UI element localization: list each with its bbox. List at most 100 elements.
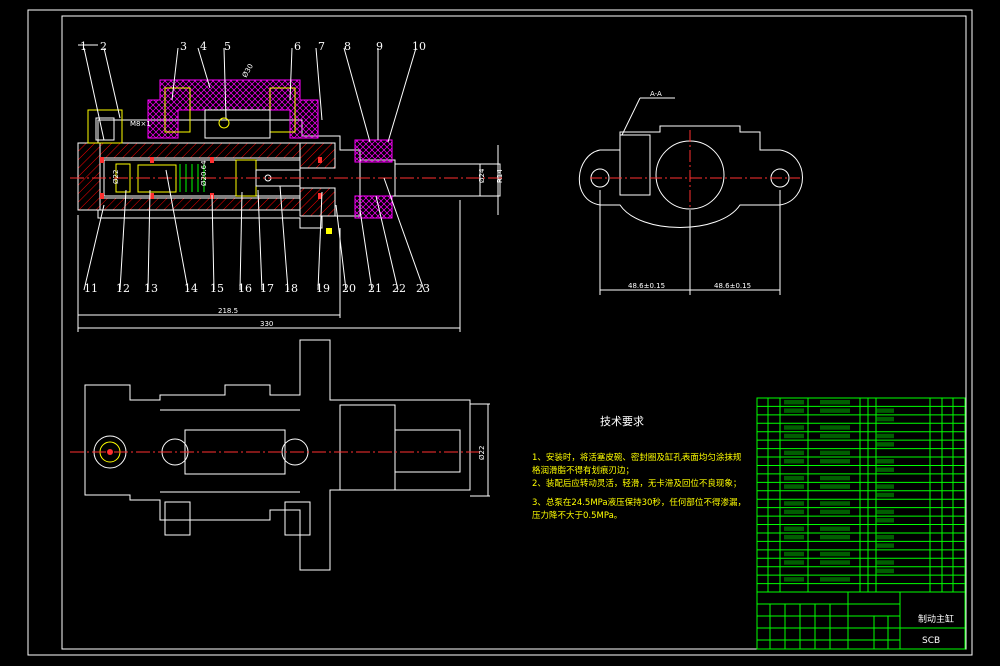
length-dimensions: 218.5 330 xyxy=(77,200,461,332)
parts-list-cell-text xyxy=(784,459,804,464)
note-line: 1、安装时，将活塞皮碗、密封圈及缸孔表面均匀涂抹规 xyxy=(532,452,742,463)
part-number: 3 xyxy=(180,40,187,53)
part-number: 2 xyxy=(100,40,107,53)
part-number: 5 xyxy=(224,40,231,53)
technical-notes: 技术要求 1、安装时，将活塞皮碗、密封圈及缸孔表面均匀涂抹规 格润滑脂不得有划痕… xyxy=(532,415,746,521)
part-number: 14 xyxy=(184,282,198,295)
svg-text:M8×1: M8×1 xyxy=(130,120,151,128)
part-number: 1 xyxy=(80,40,87,53)
parts-list-cell-text xyxy=(876,442,894,447)
parts-list-cell-text xyxy=(876,518,894,523)
parts-list-cell-text xyxy=(820,526,850,531)
parts-list-cell-text xyxy=(784,551,804,557)
parts-list-cell-text xyxy=(784,526,804,531)
outer-frame xyxy=(27,9,973,656)
parts-list-cell-text xyxy=(876,416,894,422)
drawing-title: 制动主缸 xyxy=(918,613,954,625)
part-number: 7 xyxy=(318,40,325,53)
part-numbers-top: 1 2 3 4 5 6 7 8 9 10 xyxy=(80,40,426,53)
part-number: 10 xyxy=(412,40,426,53)
svg-text:Ø24: Ø24 xyxy=(478,168,486,183)
parts-list-cell-text xyxy=(820,501,850,506)
parts-list-cell-text xyxy=(784,484,804,489)
parts-list-cell-text xyxy=(784,509,804,515)
parts-list-cell-text xyxy=(820,551,850,557)
parts-list-cell-text xyxy=(784,560,804,565)
svg-text:Ø22: Ø22 xyxy=(478,446,486,460)
part-number: 17 xyxy=(260,282,274,295)
title-block: 制动主缸 SCB xyxy=(756,591,966,650)
part-number: 13 xyxy=(144,282,158,295)
part-number: 20 xyxy=(342,282,356,295)
parts-list-cell-text xyxy=(876,543,894,548)
dim-inner-length: 218.5 xyxy=(218,307,238,315)
part-number: 16 xyxy=(238,282,252,295)
part-number: 19 xyxy=(316,282,330,295)
parts-list-cell-text xyxy=(784,501,804,506)
parts-list-cell-text xyxy=(820,425,850,430)
parts-list-cell-text xyxy=(820,433,850,439)
svg-text:Ø30: Ø30 xyxy=(241,63,255,79)
part-leaders-bottom xyxy=(83,169,425,291)
end-view: A-A 48.6±0.15 48.6±0.15 xyxy=(578,90,803,295)
dim-half-left: 48.6±0.15 xyxy=(628,282,665,290)
part-number: 23 xyxy=(416,282,430,295)
section-view: Ø24 R14 Ø22 Ø20.64 M8×1 Ø30 xyxy=(70,63,505,234)
parts-list-cell-text xyxy=(784,400,804,405)
parts-list-cell-text xyxy=(784,450,804,456)
parts-list-cell-text xyxy=(820,475,850,481)
parts-list-cell-text xyxy=(820,534,850,540)
part-number: 21 xyxy=(368,282,382,295)
parts-list-cell-text xyxy=(784,534,804,540)
parts-list-cell-text xyxy=(820,408,850,413)
parts-list-cell-text xyxy=(876,467,894,472)
part-numbers-bottom: 11 12 13 14 15 16 17 18 19 20 21 22 23 xyxy=(84,282,430,295)
dim-total-length: 330 xyxy=(260,320,273,328)
parts-list-cell-text xyxy=(784,433,804,439)
parts-list-cell-text xyxy=(876,568,894,574)
section-label: A-A xyxy=(650,90,662,98)
parts-list-cell-text xyxy=(820,577,850,582)
parts-list-cell-text xyxy=(876,492,894,498)
parts-list-cell-text xyxy=(876,433,894,439)
parts-list-cell-text xyxy=(784,425,804,430)
part-number: 22 xyxy=(392,282,406,295)
parts-list-cell-text xyxy=(820,450,850,456)
svg-text:Ø22: Ø22 xyxy=(112,170,120,184)
notes-title: 技术要求 xyxy=(600,415,644,428)
parts-list-cell-text xyxy=(820,484,850,489)
parts-list-cell-text xyxy=(876,534,894,540)
parts-list xyxy=(756,397,966,593)
parts-list-cell-text xyxy=(820,459,850,464)
part-number: 12 xyxy=(116,282,130,295)
note-line: 3、总泵在24.5MPa液压保持30秒，任何部位不得渗漏， xyxy=(532,497,746,508)
part-leaders-top xyxy=(78,44,417,143)
inner-frame xyxy=(61,15,967,650)
parts-list-cell-text xyxy=(784,408,804,413)
note-line: 2、装配后应转动灵活，轻滑，无卡滞及回位不良现象； xyxy=(532,478,741,489)
parts-list-cell-text xyxy=(876,408,894,413)
parts-list-cell-text xyxy=(784,577,804,582)
parts-list-cell-text xyxy=(820,509,850,515)
part-number: 9 xyxy=(376,40,383,53)
svg-text:R14: R14 xyxy=(496,169,504,183)
part-number: 6 xyxy=(294,40,301,53)
parts-list-cell-text xyxy=(820,560,850,565)
note-line: 格润滑脂不得有划痕刃边； xyxy=(532,465,634,476)
svg-text:Ø20.64: Ø20.64 xyxy=(200,160,208,186)
part-number: 11 xyxy=(84,282,98,295)
parts-list-cell-text xyxy=(876,484,894,489)
parts-list-cell-text xyxy=(876,560,894,565)
parts-list-cell-text xyxy=(876,509,894,515)
drawing-code: SCB xyxy=(922,636,940,646)
parts-list-cell-text xyxy=(820,400,850,405)
part-number: 15 xyxy=(210,282,224,295)
part-number: 4 xyxy=(200,40,207,53)
part-number: 8 xyxy=(344,40,351,53)
parts-list-cell-text xyxy=(876,459,894,464)
part-number: 18 xyxy=(284,282,298,295)
top-view: Ø22 xyxy=(70,339,490,571)
dim-half-right: 48.6±0.15 xyxy=(714,282,751,290)
note-line: 压力降不大于0.5MPa。 xyxy=(532,510,622,521)
